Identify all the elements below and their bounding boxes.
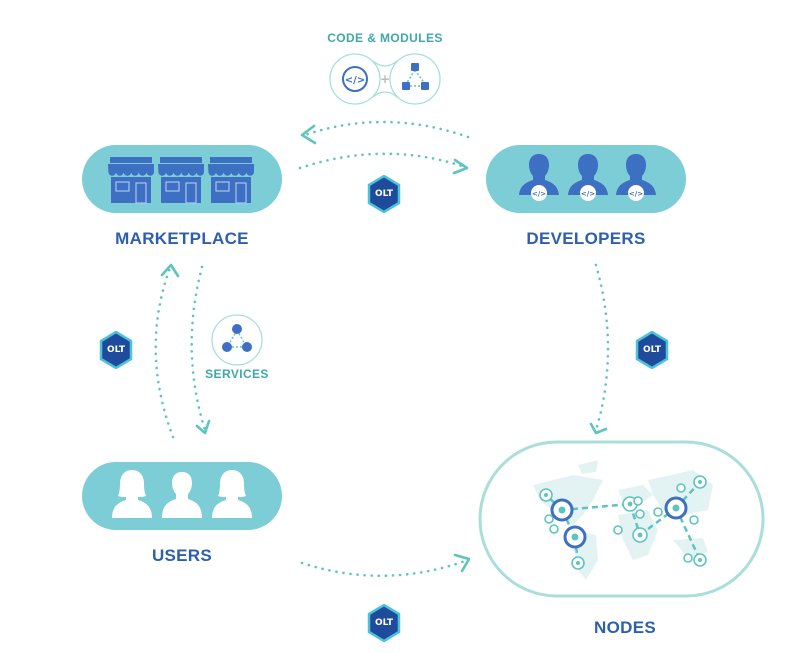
user-row [112,470,252,518]
storefront-row [108,157,254,204]
storefront-icon [108,157,154,204]
arrowhead-left-top [300,124,317,145]
marketplace-label: MARKETPLACE [115,229,249,248]
user-icon-female [212,470,252,518]
arrowhead-right-top [452,158,469,175]
svg-text:</>: </> [629,190,643,198]
developers-label: DEVELOPERS [526,229,646,248]
developer-icon: </> [519,154,559,201]
storefront-icon [208,157,254,204]
developer-row: </> </> </> [519,154,656,201]
olt-badge-bottom: OLT [367,604,401,642]
nodes-map [478,440,765,598]
arrowhead-up-left [160,263,180,278]
svg-text:</>: </> [581,190,595,198]
olt-badge-top: OLT [367,175,401,213]
arrow-marketplace-to-users [190,265,207,432]
code-icon: </> [342,66,368,92]
modules-icon [402,63,429,90]
users-label: USERS [151,546,213,565]
arrow-marketplace-to-developers [298,152,467,170]
svg-text:</>: </> [345,75,365,86]
code-modules-graphic: </> + [329,53,441,105]
nodes-label: NODES [594,618,656,637]
arrow-users-to-nodes [300,558,470,578]
minor-node-dots [544,480,702,565]
arrow-users-to-marketplace [154,266,175,439]
arrowhead-right-bottom [453,553,471,573]
user-icon-female [112,470,152,518]
hexagon-icon [367,604,401,642]
plus-sign: + [380,72,390,86]
olt-badge-right: OLT [635,331,669,369]
arrow-developers-to-marketplace [303,120,470,139]
storefront-icon [158,157,204,204]
hexagon-icon [99,331,133,369]
code-modules-title: CODE & MODULES [327,31,443,45]
user-icon-male [162,472,202,518]
services-label: SERVICES [205,367,269,381]
svg-text:</>: </> [532,190,546,198]
major-nodes [550,496,688,549]
hexagon-icon [367,175,401,213]
hexagon-icon [635,331,669,369]
arrow-developers-to-nodes [594,263,610,432]
developer-icon: </> [616,154,656,201]
services-icon [211,314,263,366]
olt-badge-left: OLT [99,331,133,369]
developer-icon: </> [568,154,608,201]
arrowhead-down-left [195,419,211,435]
arrowhead-down-right [589,422,608,435]
